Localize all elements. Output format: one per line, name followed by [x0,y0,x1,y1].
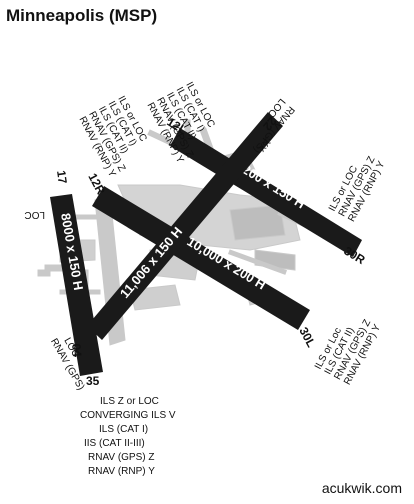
runway-end-30L: 30L [296,325,318,350]
svg-text:CONVERGING ILS V: CONVERGING ILS V [80,410,176,421]
approaches-30L: ILS or Loc ILS (CAT II) RNAV (GPS) Z RNA… [313,318,383,387]
runway-end-17: 17 [54,169,70,184]
svg-text:RNAV (RNP) Y: RNAV (RNP) Y [88,466,155,477]
source-credit: acukwik.com [321,480,402,496]
svg-text:IIS (CAT II-III): IIS (CAT II-III) [84,438,145,449]
svg-text:ILS Z or LOC: ILS Z or LOC [100,396,159,407]
svg-text:RNAV (GPS) Z: RNAV (GPS) Z [88,452,154,463]
runway-end-04: 04 [69,343,84,358]
approach-17-loc: LOC [24,209,45,220]
approaches-12R: ILS or LOC ILS (CAT I) ILS (CAT II) RNAV… [77,94,149,179]
approaches-35: ILS Z or LOC CONVERGING ILS V ILS (CAT I… [80,396,176,477]
runway-end-35: 35 [86,374,100,388]
runways: 8200 x 150 H 10,000 x 200 H 11,006 x 150… [50,112,362,376]
svg-text:ILS (CAT I): ILS (CAT I) [99,424,148,435]
approaches-30R: ILS or LOC RNAV (GPS) Z RNAV (RNP) Y [327,155,388,224]
airport-title: Minneapolis (MSP) [6,6,158,25]
